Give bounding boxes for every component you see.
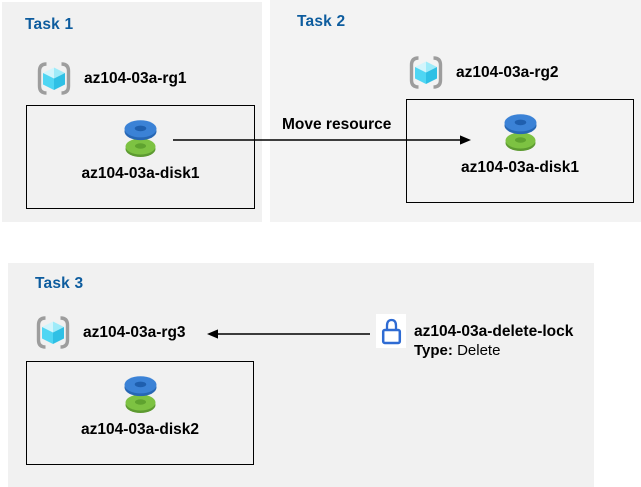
task2-resource-group: az104-03a-rg2	[406, 54, 559, 91]
lock-type-value: Delete	[457, 342, 501, 359]
lock-type-label: Type:	[414, 342, 453, 359]
disk-icon	[124, 376, 156, 413]
move-resource-label: Move resource	[282, 116, 392, 133]
resource-group-icon	[409, 56, 443, 89]
task1-resource-group: az104-03a-rg1	[34, 60, 187, 97]
task3-panel: Task 3 az104-03a-rg3 az104-03a-disk2 az1…	[8, 263, 594, 487]
disk-icon	[504, 114, 536, 151]
task1-rg-label: az104-03a-rg1	[84, 69, 187, 87]
task2-panel: Task 2 az104-03a-rg2 az104-03a-disk1	[270, 0, 641, 222]
task3-disk-label: az104-03a-disk2	[80, 421, 200, 438]
task2-disk-box: az104-03a-disk1	[406, 99, 634, 203]
task1-title: Task 1	[25, 16, 74, 33]
resource-group-icon	[36, 316, 70, 349]
delete-lock-type: Type: Delete	[414, 341, 573, 360]
task3-rg-label: az104-03a-rg3	[83, 323, 186, 341]
task3-disk-box: az104-03a-disk2	[26, 361, 254, 465]
task3-title: Task 3	[35, 275, 84, 292]
task2-rg-label: az104-03a-rg2	[456, 63, 559, 81]
lock-icon	[381, 318, 401, 345]
task1-disk-box: az104-03a-disk1	[26, 105, 255, 209]
disk-icon	[124, 120, 157, 157]
delete-lock-text: az104-03a-delete-lock Type: Delete	[414, 322, 573, 360]
resource-group-icon	[37, 62, 71, 95]
delete-lock-name: az104-03a-delete-lock	[414, 323, 574, 340]
task1-panel: Task 1 az104-03a-rg1 az104-03a-disk1	[2, 2, 262, 222]
task2-title: Task 2	[297, 13, 346, 30]
delete-lock-chip	[376, 314, 406, 348]
task2-disk-label: az104-03a-disk1	[460, 159, 580, 176]
task1-disk-label: az104-03a-disk1	[81, 165, 200, 182]
task3-resource-group: az104-03a-rg3	[33, 314, 186, 351]
